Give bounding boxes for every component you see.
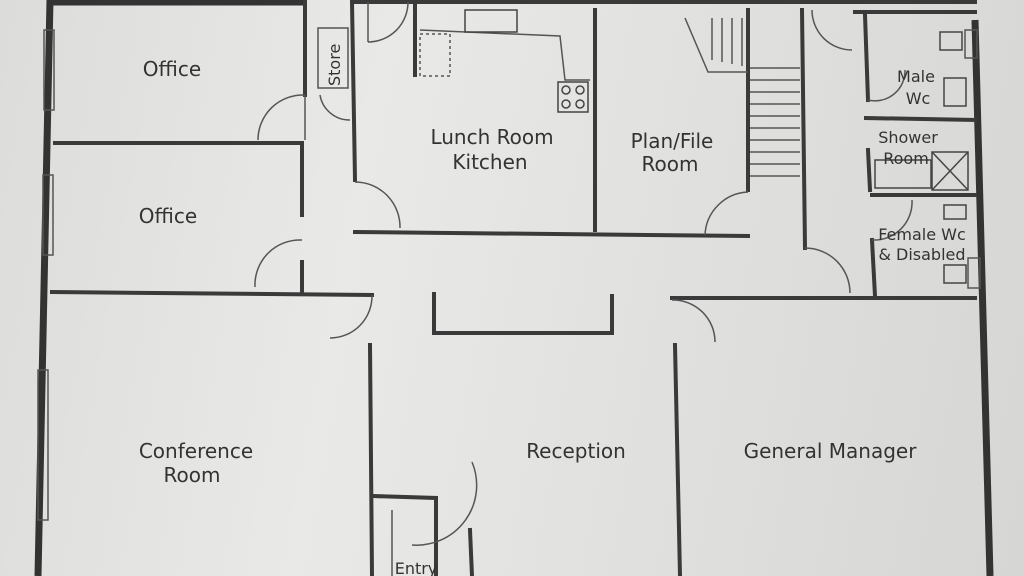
outer-walls xyxy=(34,0,994,576)
doors-left xyxy=(254,1,409,339)
office-walls xyxy=(49,0,375,298)
kitchen-walls xyxy=(352,0,751,239)
label-disabled: & Disabled xyxy=(878,245,965,264)
label-conference-room: Room xyxy=(164,463,221,487)
label-plan-file: Plan/File xyxy=(631,129,714,153)
bathroom-walls xyxy=(804,9,981,299)
label-office-mid: Office xyxy=(139,204,197,228)
room-labels: Office Office Store Lunch Room Kitchen P… xyxy=(139,44,966,576)
stairs xyxy=(711,18,800,177)
label-general-manager: General Manager xyxy=(744,439,918,463)
label-shower-room: Room xyxy=(883,149,929,168)
label-entry: Entry xyxy=(395,559,438,576)
store-walls xyxy=(317,0,358,183)
stair-walls xyxy=(684,7,808,251)
left-windows xyxy=(37,29,55,521)
label-male: Male xyxy=(897,67,935,86)
label-male-wc: Wc xyxy=(906,89,931,108)
label-female-wc: Female Wc xyxy=(878,225,966,244)
label-reception: Reception xyxy=(526,439,626,463)
label-conference: Conference xyxy=(139,439,253,463)
label-shower: Shower xyxy=(878,128,938,147)
label-office-top: Office xyxy=(143,57,201,81)
label-store: Store xyxy=(325,44,344,86)
label-lunch-room: Lunch Room xyxy=(430,125,553,149)
label-plan-room: Room xyxy=(642,152,699,176)
label-kitchen: Kitchen xyxy=(452,150,527,174)
lower-walls xyxy=(367,292,977,576)
